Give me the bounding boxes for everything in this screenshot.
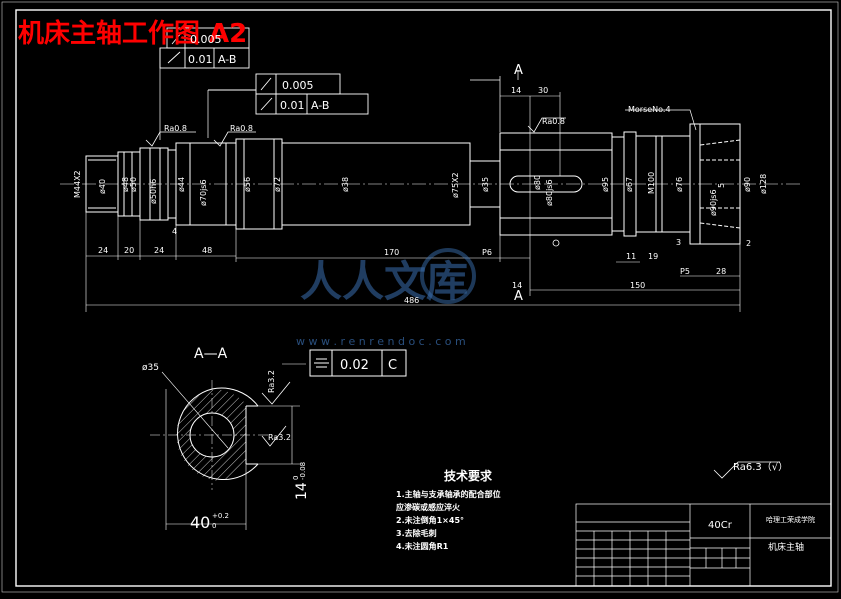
label-thread: M44X2 [73,170,82,198]
dimension-lines [85,92,741,312]
inner-border [15,9,832,587]
label-d80: ø80 [533,175,542,190]
dim-p5: P5 [680,267,690,276]
dim-4: 4 [172,227,177,236]
label-d35: ø35 [481,177,490,192]
label-d75: ø75X2 [451,172,460,198]
dim-11: 11 [626,252,636,261]
section-a-a [150,349,407,530]
dim-170: 170 [384,248,399,257]
dim-30: 30 [538,86,548,95]
school-cell: 哈理工荣成学院 [766,515,815,524]
title-block [575,503,832,587]
label-d95: ø95 [601,177,610,192]
roughness-5: Ra3.2 [268,433,291,442]
section-depth: 14 [294,482,310,500]
roughness-1: Ra0.8 [164,124,187,133]
dim-p6: P6 [482,248,492,257]
section-label: A—A [194,346,228,362]
tol3-ref: C [388,358,397,373]
label-d76: ø76 [675,177,684,192]
material-cell: 40Cr [708,520,733,531]
section-width-tol-low: 0 [212,522,216,530]
note-3: 3.去除毛刺 [396,528,437,538]
tolerance-frame-1 [159,27,250,69]
dim-24a: 24 [98,246,108,255]
dim-28: 28 [716,267,726,276]
dim-19: 19 [648,252,658,261]
note-4: 4.未注圆角R1 [396,541,449,551]
section-depth-tol-low: -0.08 [299,462,307,480]
note-2: 2.未注倒角1×45° [396,515,464,525]
tol2-a: 0.005 [282,79,314,92]
section-width-tol-up: +0.2 [212,512,229,520]
label-d38: ø38 [341,177,350,192]
note-1: 1.主轴与支承轴承的配合部位 [396,489,501,499]
watermark-logo-text: 人人文库 [300,257,468,306]
drawing-title: 机床主轴工作图 A2 [18,18,247,49]
label-d48: ø48 [121,177,130,192]
tol2-ref: A-B [311,99,329,112]
dim-2: 2 [746,239,751,248]
roughness-4: Ra3.2 [267,370,276,393]
section-diameter: ø35 [142,363,159,373]
label-m100: M100 [647,172,656,194]
dim-486: 486 [404,296,419,305]
roughness-symbol-icon [713,461,780,479]
roughness-3: Ra0.8 [542,117,565,126]
note-1b: 应渗碳或感应淬火 [396,502,461,512]
dim-20: 20 [124,246,134,255]
dim-14: 14 [511,86,521,95]
watermark-url: w w w . r e n r e n d o c . c o m [296,335,466,348]
section-mark-bottom: A [514,289,523,304]
label-d44: ø44 [177,177,186,192]
label-fit3: ø80js6 [545,179,554,206]
label-d67: ø67 [625,177,634,192]
tol1-a: 0.005 [190,33,222,46]
label-d50: ø50 [129,177,138,192]
part-name-cell: 机床主轴 [768,541,804,553]
roughness-symbol-icon [527,117,566,133]
dim-24b: 24 [154,246,164,255]
shaft-outline [85,123,741,245]
dim-14b: 14 [512,281,522,290]
label-d5: 5 [717,183,726,188]
label-fit2: ø70js6 [199,179,208,206]
watermark-logo-icon [420,248,476,304]
tolerance-frame-2 [208,73,369,115]
roughness-2: Ra0.8 [230,124,253,133]
label-fit1: ø50h6 [149,179,158,204]
dim-3: 3 [676,238,681,247]
label-d128: ø128 [759,174,768,194]
label-d40: ø40 [98,179,107,194]
label-fit4: ø90js6 [709,189,718,216]
dim-150: 150 [630,281,645,290]
label-d90: ø90 [743,177,752,192]
roughness-symbol-icon [213,131,256,147]
roughness-general: Ra6.3（√） [733,461,788,473]
notes-heading: 技术要求 [444,468,493,483]
tol1-ref: A-B [218,53,236,66]
dim-48: 48 [202,246,212,255]
tol3-a: 0.02 [340,358,369,373]
section-depth-tol-up: 0 [292,476,300,480]
label-d56: ø56 [243,177,252,192]
label-d72: ø72 [273,177,282,192]
label-morse: MorseNo.4 [628,105,671,114]
datum-marker-icon [552,239,560,247]
section-width: 40 [190,513,210,532]
section-mark-top: A [514,63,523,78]
roughness-symbol-icon [145,131,196,147]
tol1-b: 0.01 [188,53,213,66]
tol2-b: 0.01 [280,99,305,112]
